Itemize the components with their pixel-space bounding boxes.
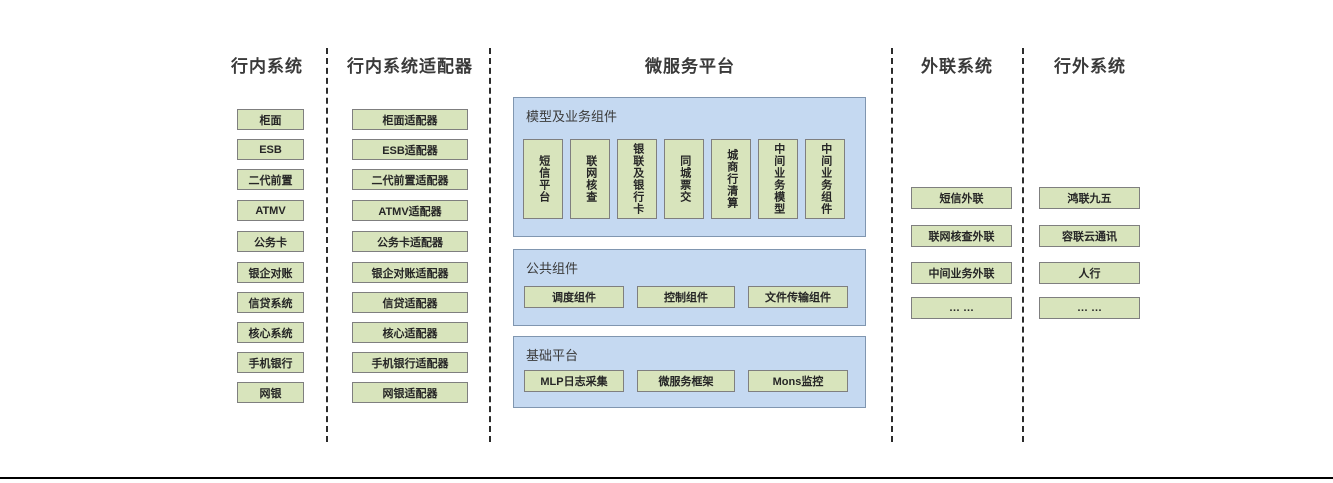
panel-label-model-business-components: 模型及业务组件 <box>526 109 618 124</box>
vnode-model-1-label: 联网核查 <box>584 155 597 203</box>
node-outside-1[interactable]: 容联云通讯 <box>1039 225 1140 247</box>
node-adapter-3[interactable]: ATMV适配器 <box>352 200 468 221</box>
node-internal-1[interactable]: ESB <box>237 139 304 160</box>
node-internal-3[interactable]: ATMV <box>237 200 304 221</box>
node-external-3[interactable]: … … <box>911 297 1012 319</box>
node-internal-4[interactable]: 公务卡 <box>237 231 304 252</box>
vnode-model-2[interactable]: 银联及银行卡 <box>617 139 657 219</box>
node-internal-2[interactable]: 二代前置 <box>237 169 304 190</box>
node-internal-7[interactable]: 核心系统 <box>237 322 304 343</box>
node-adapter-4[interactable]: 公务卡适配器 <box>352 231 468 252</box>
node-internal-9[interactable]: 网银 <box>237 382 304 403</box>
divider-3 <box>891 48 893 442</box>
column-title-outside-bank-systems: 行外系统 <box>1054 57 1126 76</box>
node-adapter-2[interactable]: 二代前置适配器 <box>352 169 468 190</box>
node-public-1[interactable]: 控制组件 <box>637 286 735 308</box>
vnode-model-1[interactable]: 联网核查 <box>570 139 610 219</box>
vnode-model-4[interactable]: 城商行清算 <box>711 139 751 219</box>
node-internal-5[interactable]: 银企对账 <box>237 262 304 283</box>
node-adapter-6[interactable]: 信贷适配器 <box>352 292 468 313</box>
node-base-2[interactable]: Mons监控 <box>748 370 848 392</box>
panel-label-public-components: 公共组件 <box>526 261 579 276</box>
column-title-internal-systems: 行内系统 <box>231 57 303 76</box>
vnode-model-3-label: 同城票交 <box>678 155 691 203</box>
vnode-model-5-label: 中间业务模型 <box>772 143 785 215</box>
node-adapter-7[interactable]: 核心适配器 <box>352 322 468 343</box>
column-title-internal-system-adapters: 行内系统适配器 <box>347 57 473 76</box>
node-internal-6[interactable]: 信贷系统 <box>237 292 304 313</box>
bottom-divider <box>0 477 1333 479</box>
node-adapter-5[interactable]: 银企对账适配器 <box>352 262 468 283</box>
node-public-0[interactable]: 调度组件 <box>524 286 624 308</box>
node-external-1[interactable]: 联网核查外联 <box>911 225 1012 247</box>
vnode-model-3[interactable]: 同城票交 <box>664 139 704 219</box>
vnode-model-2-label: 银联及银行卡 <box>631 143 644 215</box>
node-public-2[interactable]: 文件传输组件 <box>748 286 848 308</box>
vnode-model-6-label: 中间业务组件 <box>819 143 832 215</box>
node-base-0[interactable]: MLP日志采集 <box>524 370 624 392</box>
divider-1 <box>326 48 328 442</box>
node-outside-3[interactable]: … … <box>1039 297 1140 319</box>
column-title-external-link-systems: 外联系统 <box>921 57 993 76</box>
node-external-2[interactable]: 中间业务外联 <box>911 262 1012 284</box>
node-external-0[interactable]: 短信外联 <box>911 187 1012 209</box>
vnode-model-5[interactable]: 中间业务模型 <box>758 139 798 219</box>
divider-2 <box>489 48 491 442</box>
column-title-microservice-platform: 微服务平台 <box>645 57 735 76</box>
node-adapter-1[interactable]: ESB适配器 <box>352 139 468 160</box>
panel-label-base-platform: 基础平台 <box>526 348 579 363</box>
node-adapter-0[interactable]: 柜面适配器 <box>352 109 468 130</box>
node-internal-0[interactable]: 柜面 <box>237 109 304 130</box>
vnode-model-0[interactable]: 短信平台 <box>523 139 563 219</box>
node-adapter-9[interactable]: 网银适配器 <box>352 382 468 403</box>
vnode-model-6[interactable]: 中间业务组件 <box>805 139 845 219</box>
node-outside-2[interactable]: 人行 <box>1039 262 1140 284</box>
vnode-model-0-label: 短信平台 <box>537 155 550 203</box>
vnode-model-4-label: 城商行清算 <box>725 149 738 209</box>
node-base-1[interactable]: 微服务框架 <box>637 370 735 392</box>
divider-4 <box>1022 48 1024 442</box>
node-adapter-8[interactable]: 手机银行适配器 <box>352 352 468 373</box>
node-outside-0[interactable]: 鸿联九五 <box>1039 187 1140 209</box>
node-internal-8[interactable]: 手机银行 <box>237 352 304 373</box>
